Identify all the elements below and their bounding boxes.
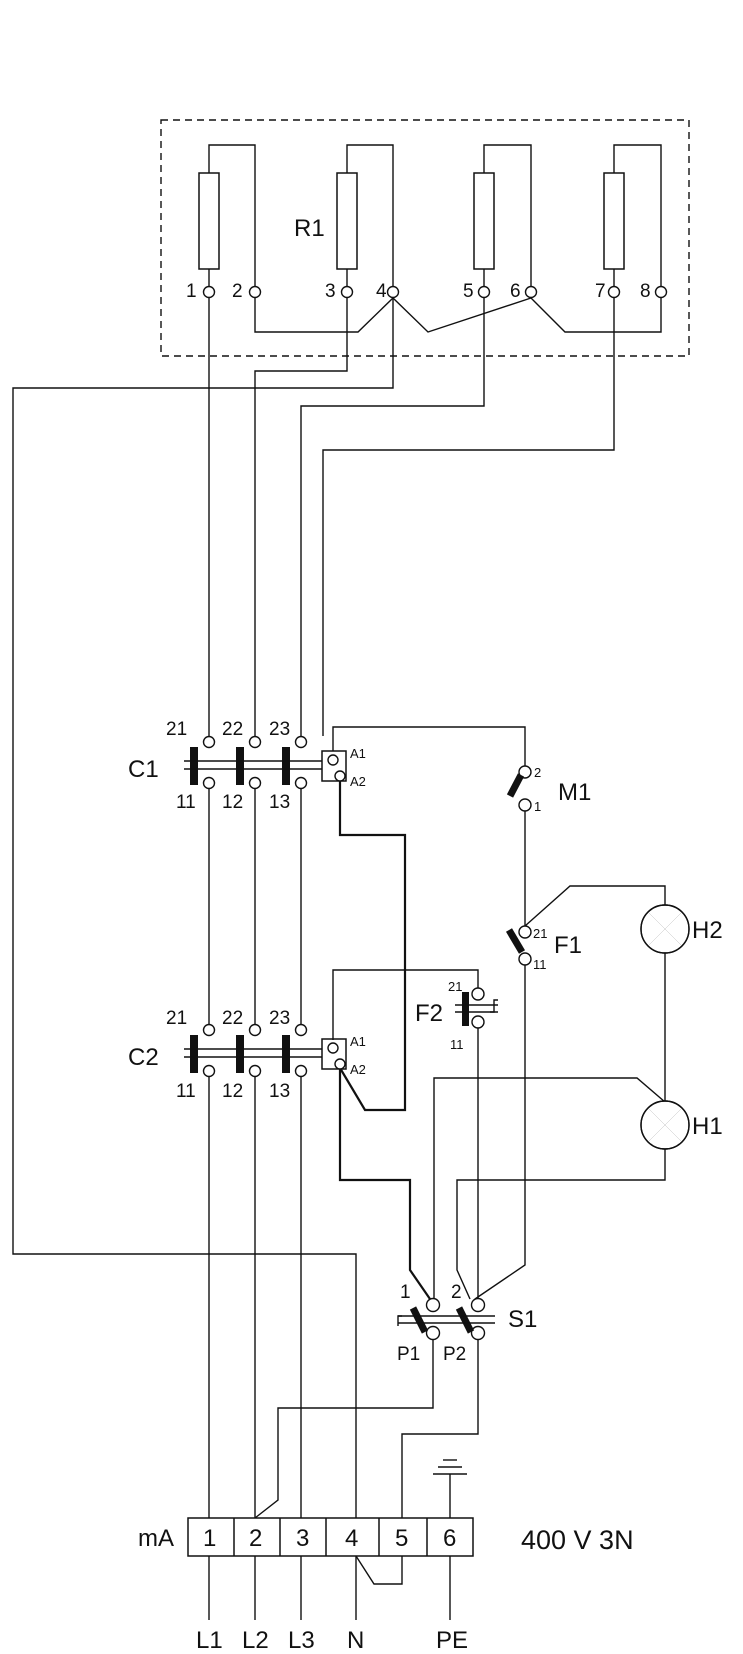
r1-terminal-label-6: 6 <box>510 281 521 302</box>
supply-wires <box>208 1077 479 1585</box>
supply-l1: L1 <box>196 1627 223 1654</box>
heater-r1: R1 1 2 3 4 5 6 7 8 <box>160 119 690 357</box>
c2-top-23: 23 <box>269 1008 290 1029</box>
c1-bottom-12: 12 <box>222 792 243 813</box>
r1-terminal-1 <box>202 285 216 299</box>
heating-element-4 <box>603 172 625 270</box>
c2-bottom-13: 13 <box>269 1081 290 1102</box>
tb-terminal-5: 5 <box>395 1525 408 1552</box>
c1-label: C1 <box>128 756 159 783</box>
lamp-h1: H1 <box>640 1100 723 1150</box>
r1-terminal-7 <box>607 285 621 299</box>
heating-element-2 <box>336 172 358 270</box>
r1-terminal-label-4: 4 <box>376 281 387 302</box>
f1-label: F1 <box>554 932 582 959</box>
c2-bottom-11: 11 <box>176 1081 196 1102</box>
s1-terminal-2: 2 <box>451 1282 462 1303</box>
terminal-block: mA 1 2 3 4 5 6 L1 L2 L3 N PE <box>138 1517 474 1654</box>
r1-terminal-label-1: 1 <box>186 281 197 302</box>
h1-label: H1 <box>692 1113 723 1140</box>
c2-coil <box>321 1038 347 1070</box>
supply-l3: L3 <box>288 1627 315 1654</box>
r1-terminal-4 <box>386 285 400 299</box>
s1-terminal-p1: P1 <box>397 1344 420 1365</box>
c2-label: C2 <box>128 1044 159 1071</box>
m1-terminal-1: 1 <box>534 799 541 814</box>
supply-n: N <box>347 1627 364 1654</box>
c1-top-21: 21 <box>166 719 187 740</box>
tb-terminal-1: 1 <box>203 1525 216 1552</box>
r1-terminal-6 <box>524 285 538 299</box>
r1-terminal-label-8: 8 <box>640 281 651 302</box>
switch-f2: F2 21 11 <box>415 979 498 1052</box>
s1-terminal-p2: P2 <box>443 1344 466 1365</box>
f2-terminal-11: 11 <box>450 1037 464 1052</box>
r1-terminal-5 <box>477 285 491 299</box>
tb-terminal-6: 6 <box>443 1525 456 1552</box>
heating-element-1 <box>198 172 220 270</box>
switch-f1: 21 11 F1 <box>505 925 582 972</box>
voltage-label: 400 V 3N <box>521 1525 634 1555</box>
r1-terminal-label-3: 3 <box>325 281 336 302</box>
supply-l2: L2 <box>242 1627 269 1654</box>
r1-terminal-3 <box>340 285 354 299</box>
r1-label: R1 <box>294 215 325 242</box>
c2-coil-a2: A2 <box>350 1062 366 1077</box>
f2-terminal-21: 21 <box>448 979 462 994</box>
tb-terminal-4: 4 <box>345 1525 358 1552</box>
f1-terminal-11: 11 <box>533 957 547 972</box>
lamp-h2: H2 <box>640 904 723 954</box>
r1-terminal-label-2: 2 <box>232 281 243 302</box>
heater-enclosure <box>160 119 690 357</box>
c1-bottom-13: 13 <box>269 792 290 813</box>
r1-terminal-8 <box>654 285 668 299</box>
terminal-block-label: mA <box>138 1525 174 1552</box>
c1-coil <box>321 750 347 782</box>
f1-terminal-21: 21 <box>533 926 547 941</box>
r1-terminal-label-7: 7 <box>595 281 606 302</box>
tb-terminal-3: 3 <box>296 1525 309 1552</box>
f2-label: F2 <box>415 1000 443 1027</box>
supply-pe: PE <box>436 1627 468 1654</box>
m1-label: M1 <box>558 779 591 806</box>
r1-terminal-label-5: 5 <box>463 281 474 302</box>
c1-coil-a2: A2 <box>350 774 366 789</box>
heating-element-3 <box>473 172 495 270</box>
tb-terminal-2: 2 <box>249 1525 262 1552</box>
s1-terminal-1: 1 <box>400 1282 411 1303</box>
c1-bottom-11: 11 <box>176 792 196 813</box>
h2-label: H2 <box>692 917 723 944</box>
c2-top-22: 22 <box>222 1008 243 1029</box>
s1-label: S1 <box>508 1306 537 1333</box>
r1-terminal-2 <box>248 285 262 299</box>
c1-top-22: 22 <box>222 719 243 740</box>
c2-bottom-12: 12 <box>222 1081 243 1102</box>
contactor-c2: C2 21 22 23 11 12 13 A1 A2 <box>128 1008 366 1102</box>
m1-terminal-2: 2 <box>534 765 541 780</box>
switch-s1: 1 2 P1 P2 S1 <box>397 1282 537 1365</box>
c1-coil-a1: A1 <box>350 746 366 761</box>
contactor-c1: C1 21 22 23 11 12 13 A1 A2 <box>128 719 366 813</box>
c1-top-23: 23 <box>269 719 290 740</box>
heater-feed-wires <box>12 298 615 1518</box>
c2-coil-a1: A1 <box>350 1034 366 1049</box>
interconnect-wires <box>208 726 666 1300</box>
c2-top-21: 21 <box>166 1008 187 1029</box>
switch-m1: 2 1 M1 <box>506 765 591 814</box>
